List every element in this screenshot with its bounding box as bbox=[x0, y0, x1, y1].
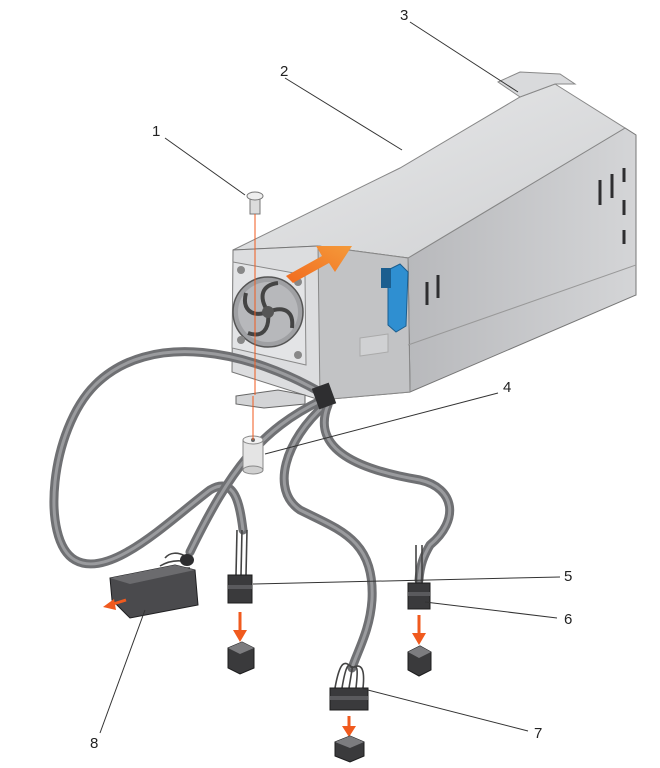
callout-7: 7 bbox=[534, 725, 542, 742]
side-vents bbox=[425, 168, 626, 305]
callout-6: 6 bbox=[564, 611, 572, 628]
wide-connector-icon bbox=[109, 552, 199, 619]
callout-3: 3 bbox=[400, 7, 408, 24]
housing-edge bbox=[407, 264, 637, 346]
label-plate bbox=[359, 333, 389, 357]
callout-4: 4 bbox=[503, 379, 511, 396]
latch-icon bbox=[381, 263, 409, 333]
rear-module bbox=[496, 71, 577, 98]
standoff-icon bbox=[242, 396, 264, 475]
callout-2: 2 bbox=[280, 63, 288, 80]
callout-5: 5 bbox=[564, 568, 572, 585]
mounting-bracket bbox=[235, 389, 306, 409]
connector-icon bbox=[227, 529, 255, 675]
callout-1: 1 bbox=[152, 123, 160, 140]
leader-lines bbox=[99, 21, 561, 734]
insert-arrow-icon bbox=[286, 246, 352, 283]
callout-8: 8 bbox=[90, 735, 98, 752]
connector-icon bbox=[329, 662, 369, 763]
arrow-head-icon bbox=[103, 599, 116, 610]
connector-icon bbox=[407, 545, 432, 677]
screw-icon bbox=[246, 191, 264, 395]
fan-icon bbox=[231, 261, 307, 366]
